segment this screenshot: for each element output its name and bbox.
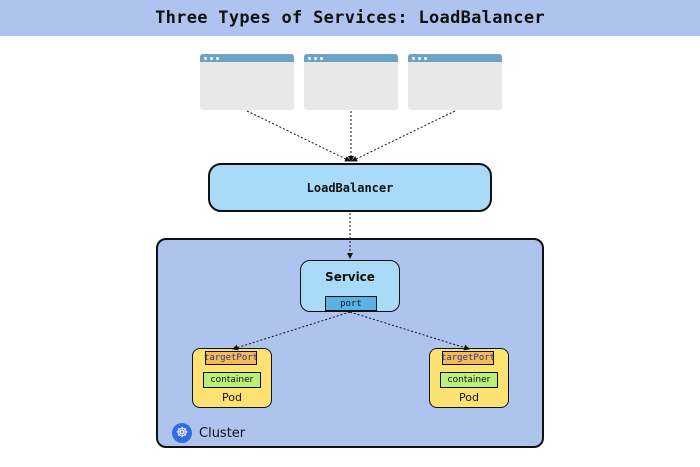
title-bar: Three Types of Services: LoadBalancer [0,0,700,36]
arrow-client1-to-lb [246,110,351,162]
service-label: Service [325,270,375,284]
kubernetes-icon: ☸ [172,423,192,443]
pod-label: Pod [459,391,479,404]
pod-right: targetPort container Pod [429,348,509,408]
pod-left: targetPort container Pod [192,348,272,408]
browser-window-icon [200,54,294,62]
browser-window-icon [304,54,398,62]
service-box: Service port [300,260,400,312]
browser-window-icon [408,54,502,62]
diagram-title: Three Types of Services: LoadBalancer [155,8,545,28]
pod-label: Pod [222,391,242,404]
arrow-client3-to-lb [351,110,456,162]
cluster-label-group: ☸ Cluster [172,423,245,443]
client-browser-3 [408,54,502,110]
load-balancer-label: LoadBalancer [306,180,394,195]
container-box: container [440,372,498,388]
target-port-box: targetPort [440,351,496,365]
client-browser-2 [304,54,398,110]
cluster-label: Cluster [199,425,246,441]
client-browser-1 [200,54,294,110]
container-box: container [203,372,261,388]
target-port-box: targetPort [203,351,259,365]
port-box: port [325,296,377,311]
load-balancer-box: LoadBalancer [208,163,492,212]
